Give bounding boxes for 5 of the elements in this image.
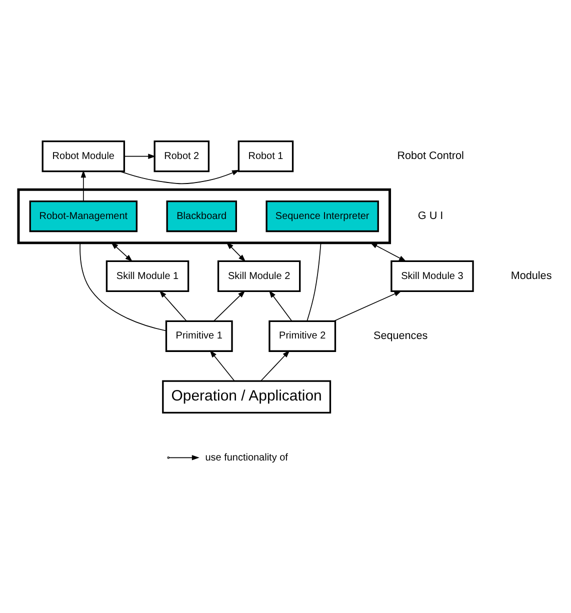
label: Sequences — [374, 329, 428, 342]
label: G U I — [418, 210, 444, 222]
label: Robot Control — [397, 150, 464, 162]
legend-label: use functionality of — [205, 452, 288, 463]
label: Modules — [510, 270, 552, 282]
